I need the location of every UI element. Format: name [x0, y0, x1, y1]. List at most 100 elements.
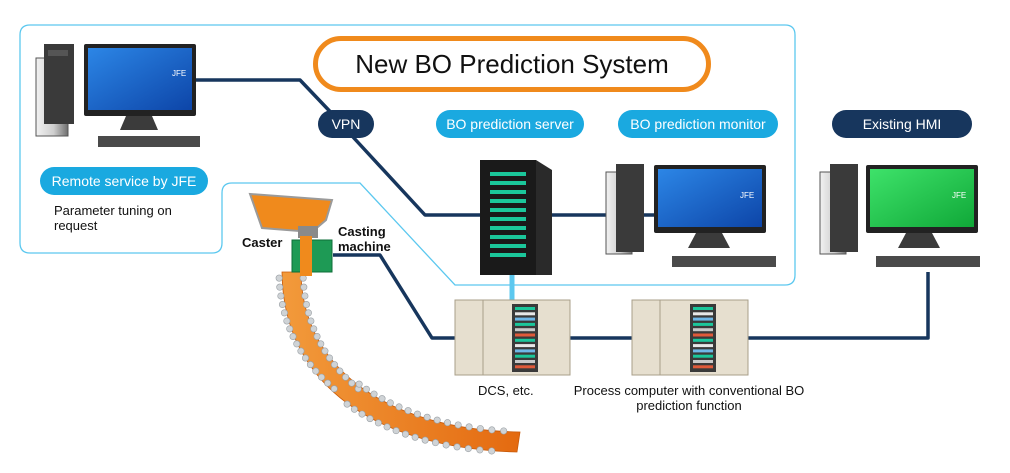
- rack-module: [515, 312, 535, 316]
- rack-module: [515, 328, 535, 332]
- bo-server-label: BO prediction server: [436, 110, 584, 138]
- bo-server: [480, 160, 552, 275]
- process-computer-cabinet: [631, 299, 749, 376]
- strand-roller: [464, 445, 472, 453]
- strand-roller: [404, 407, 412, 415]
- dcs-cabinet: [454, 299, 571, 376]
- strand-roller: [306, 361, 314, 369]
- rack-module: [515, 349, 535, 353]
- rack-module: [693, 328, 713, 332]
- strand-roller: [358, 410, 366, 418]
- strand-roller: [343, 400, 351, 408]
- rack-module: [515, 365, 535, 369]
- rack-module: [515, 338, 535, 342]
- rack-module: [693, 354, 713, 358]
- server-slot: [490, 226, 526, 230]
- hmi-screen-brand: JFE: [952, 191, 966, 200]
- existing-hmi-pc: [819, 164, 980, 267]
- strand-roller: [293, 340, 301, 348]
- bo-monitor-label: BO prediction monitor: [618, 110, 778, 138]
- server-slot: [490, 172, 526, 176]
- rack-module: [693, 365, 713, 369]
- rack-module: [693, 344, 713, 348]
- strand-roller: [312, 367, 320, 375]
- strand-roller: [307, 317, 315, 325]
- server-slot: [490, 190, 526, 194]
- strand-roller: [276, 283, 284, 291]
- strand-roller: [362, 385, 370, 393]
- strand-roller: [442, 441, 450, 449]
- strand-roller: [413, 410, 421, 418]
- rack-module: [693, 360, 713, 363]
- strand-roller: [297, 347, 305, 355]
- strand-roller: [318, 373, 326, 381]
- rack-module: [515, 333, 535, 337]
- strand-roller: [431, 439, 439, 447]
- rack-module: [515, 360, 535, 363]
- strand-roller: [453, 443, 461, 451]
- strand-roller: [476, 425, 484, 433]
- strand-roller: [421, 436, 429, 444]
- strand-roller: [443, 419, 451, 427]
- strand-roller: [324, 379, 332, 387]
- rack-module: [515, 322, 535, 326]
- strand-roller: [301, 354, 309, 362]
- strand-roller: [325, 354, 333, 362]
- caster-machine: [248, 192, 334, 276]
- remote-pc: [35, 44, 200, 147]
- server-slot: [490, 181, 526, 185]
- caster-label: Caster: [242, 235, 283, 250]
- rack-module: [693, 312, 713, 316]
- strand-roller: [278, 301, 286, 309]
- server-slot: [490, 217, 526, 221]
- strand-roller: [302, 301, 310, 309]
- server-slot: [490, 235, 526, 239]
- strand-roller: [280, 309, 288, 317]
- remote-note: Parameter tuning on request: [54, 203, 172, 233]
- strand-roller: [378, 395, 386, 403]
- strand-roller: [370, 390, 378, 398]
- strand-roller: [310, 325, 318, 333]
- strand-roller: [330, 385, 338, 393]
- strand-roller: [355, 380, 363, 388]
- strand-roller: [317, 340, 325, 348]
- rack-module: [693, 317, 713, 321]
- vpn-badge: VPN: [318, 110, 374, 138]
- server-slot: [490, 208, 526, 212]
- rack-module: [693, 349, 713, 353]
- strand-roller: [488, 447, 496, 455]
- strand-roller: [476, 446, 484, 454]
- strand-roller: [286, 325, 294, 333]
- strand-roller: [321, 347, 329, 355]
- strand-roller: [433, 416, 441, 424]
- rack-module: [515, 307, 535, 310]
- rack-module: [515, 317, 535, 321]
- rack-module: [693, 307, 713, 310]
- remote-screen-brand: JFE: [172, 69, 186, 78]
- casting-machine-label: Casting machine: [338, 224, 391, 254]
- strand-roller: [386, 399, 394, 407]
- strand-roller: [401, 430, 409, 438]
- strand-roller: [313, 332, 321, 340]
- strand-roller: [465, 423, 473, 431]
- rack-module: [693, 333, 713, 337]
- strand-roller: [336, 367, 344, 375]
- strand-roller: [374, 419, 382, 427]
- strand-roller: [330, 361, 338, 369]
- strand-roller: [350, 405, 358, 413]
- strand-roller: [275, 274, 283, 282]
- server-slot: [490, 253, 526, 257]
- strand-roller: [289, 332, 297, 340]
- strand-roller: [304, 309, 312, 317]
- strand-roller: [383, 423, 391, 431]
- monitor-screen-brand: JFE: [740, 191, 754, 200]
- strand-roller: [392, 427, 400, 435]
- page-title: New BO Prediction System: [313, 36, 711, 92]
- strand-roller: [500, 427, 508, 435]
- strand-roller: [488, 426, 496, 434]
- server-slot: [490, 199, 526, 203]
- rack-module: [515, 354, 535, 358]
- existing-hmi-label: Existing HMI: [832, 110, 972, 138]
- strand-roller: [423, 413, 431, 421]
- strand-roller: [300, 283, 308, 291]
